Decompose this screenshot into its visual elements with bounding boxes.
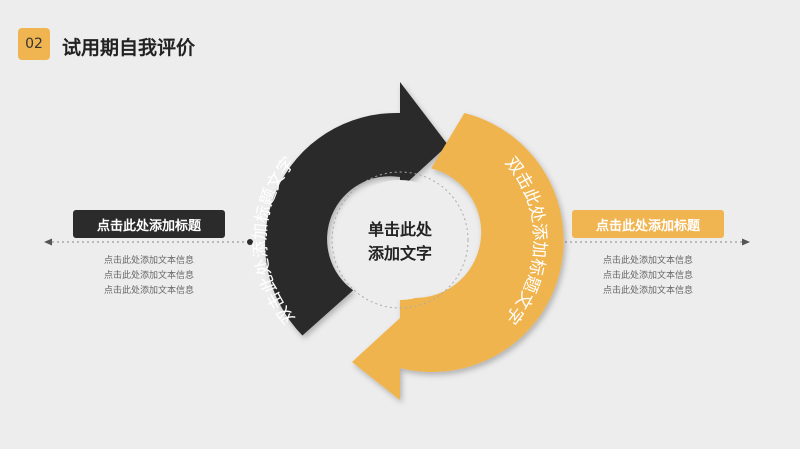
slide-number-badge: 02 xyxy=(18,28,50,60)
left-desc-line-3: 点击此处添加文本信息 xyxy=(103,286,194,296)
right-title-pill: 点击此处添加标题 xyxy=(572,210,724,238)
dark-cycle-arrow xyxy=(265,82,448,336)
center-ring xyxy=(331,171,469,309)
right-description: 点击此处添加文本信息 点击此处添加文本信息 点击此处添加文本信息 xyxy=(573,254,723,299)
right-desc-line-2: 点击此处添加文本信息 xyxy=(602,271,693,281)
yellow-cycle-arrow xyxy=(352,113,564,400)
right-desc-line-1: 点击此处添加文本信息 xyxy=(602,256,693,266)
left-description: 点击此处添加文本信息 点击此处添加文本信息 点击此处添加文本信息 xyxy=(74,254,224,299)
left-desc-line-1: 点击此处添加文本信息 xyxy=(103,256,194,266)
right-connector xyxy=(547,238,750,246)
slide-title: 试用期自我评价 xyxy=(62,37,196,59)
left-desc-line-2: 点击此处添加文本信息 xyxy=(103,271,194,281)
left-connector xyxy=(44,238,253,246)
left-title-pill: 点击此处添加标题 xyxy=(73,210,225,238)
center-text-line2: 添加文字 xyxy=(368,244,432,263)
center-text-line1: 单击此处 xyxy=(368,220,433,239)
right-desc-line-3: 点击此处添加文本信息 xyxy=(602,286,693,296)
center-circle xyxy=(340,180,460,300)
